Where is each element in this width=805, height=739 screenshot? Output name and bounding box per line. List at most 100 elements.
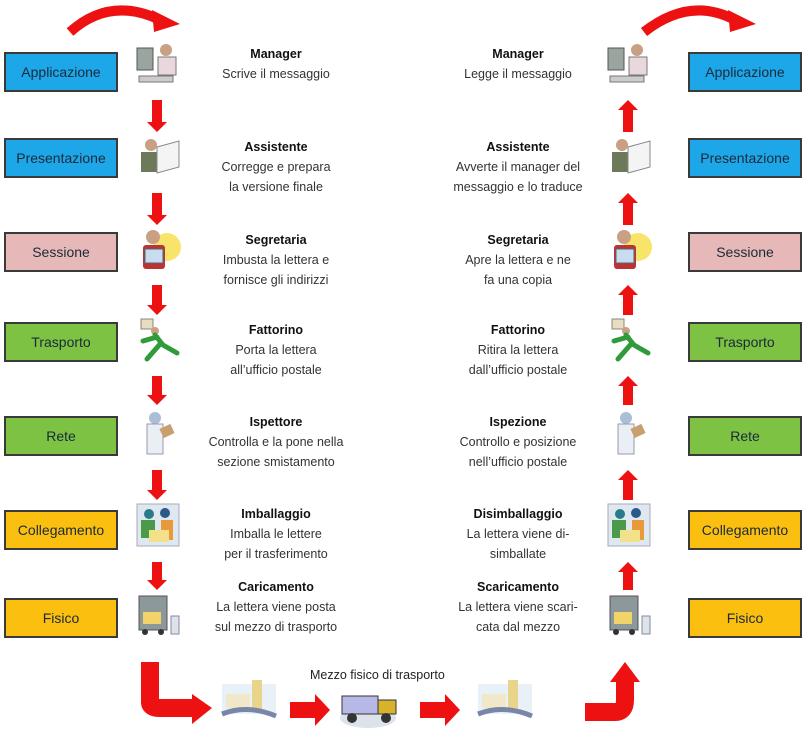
down-arrow bbox=[147, 100, 167, 132]
layer-box-right-sessione: Sessione bbox=[688, 232, 802, 272]
step-role: Assistente bbox=[486, 140, 550, 154]
layer-box-right-trasporto: Trasporto bbox=[688, 322, 802, 362]
secretary-icon bbox=[133, 225, 183, 275]
up-arrow bbox=[618, 100, 638, 132]
layer-box-left-presentazione: Presentazione bbox=[4, 138, 118, 178]
layer-label: Fisico bbox=[726, 610, 764, 626]
layer-box-right-applicazione: Applicazione bbox=[688, 52, 802, 92]
step-role: Manager bbox=[492, 47, 544, 61]
layer-label: Rete bbox=[730, 428, 760, 444]
step-action-line: Scrive il messaggio bbox=[222, 67, 330, 81]
down-arrow bbox=[147, 193, 167, 225]
layer-label: Fisico bbox=[42, 610, 80, 626]
transport-medium-label: Mezzo fisico di trasporto bbox=[310, 668, 445, 682]
step-action-line: Avverte il manager del bbox=[455, 160, 581, 174]
manager-icon bbox=[604, 40, 654, 90]
layer-label: Sessione bbox=[32, 244, 90, 260]
layer-label: Trasporto bbox=[715, 334, 775, 350]
city-street-icon-right bbox=[477, 680, 533, 719]
top-right-curved-arrow bbox=[640, 5, 738, 36]
layer-label: Rete bbox=[46, 428, 76, 444]
step-role: Segretaria bbox=[245, 233, 307, 247]
step-action-line: dall’ufficio postale bbox=[468, 363, 568, 377]
assistant-icon bbox=[133, 133, 183, 183]
arrow-from-truck bbox=[420, 694, 460, 726]
inspector-icon bbox=[133, 408, 183, 458]
step-action-line: messaggio e lo traduce bbox=[453, 180, 583, 194]
step-action-line: Controlla e la pone nella bbox=[208, 435, 344, 449]
layer-label: Applicazione bbox=[705, 64, 785, 80]
layer-label: Collegamento bbox=[701, 522, 789, 538]
packing-icon bbox=[133, 500, 183, 550]
step-role: Fattorino bbox=[490, 323, 546, 337]
step-action-line: Imballa le lettere bbox=[230, 527, 322, 541]
step-role: Disimballaggio bbox=[473, 507, 563, 521]
layer-box-left-trasporto: Trasporto bbox=[4, 322, 118, 362]
step-action-line: la versione finale bbox=[229, 180, 323, 194]
up-arrow bbox=[618, 376, 638, 405]
step-role: Assistente bbox=[244, 140, 308, 154]
top-right-curved-arrow-head bbox=[728, 10, 756, 32]
step-action-line: sezione smistamento bbox=[217, 455, 335, 469]
manager-icon bbox=[133, 40, 183, 90]
layer-box-right-fisico: Fisico bbox=[688, 598, 802, 638]
layer-box-left-applicazione: Applicazione bbox=[4, 52, 118, 92]
step-role: Segretaria bbox=[487, 233, 549, 247]
step-action-line: Apre la lettera e ne bbox=[465, 253, 571, 267]
down-arrow bbox=[147, 285, 167, 315]
layer-label: Trasporto bbox=[31, 334, 91, 350]
layer-box-left-rete: Rete bbox=[4, 416, 118, 456]
step-action-line: fa una copia bbox=[483, 273, 553, 287]
top-left-curved-arrow bbox=[66, 5, 163, 36]
step-action-line: Ritira la lettera bbox=[477, 343, 559, 357]
layer-label: Presentazione bbox=[700, 150, 790, 166]
bottom-left-bend-arrow-head bbox=[192, 694, 212, 724]
step-role: Caricamento bbox=[238, 580, 314, 594]
up-arrow bbox=[618, 193, 638, 225]
bottom-right-bend-arrow bbox=[585, 680, 634, 721]
step-action-line: Controllo e posizione bbox=[459, 435, 577, 449]
step-action-line: Corregge e prepara bbox=[221, 160, 331, 174]
layer-box-right-presentazione: Presentazione bbox=[688, 138, 802, 178]
packing-icon bbox=[604, 500, 654, 550]
step-action-line: Imbusta la lettera e bbox=[222, 253, 330, 267]
step-action-line: nell’ufficio postale bbox=[468, 455, 568, 469]
step-action-line: Legge il messaggio bbox=[464, 67, 572, 81]
step-action-line: per il trasferimento bbox=[224, 547, 328, 561]
up-arrow bbox=[618, 285, 638, 315]
assistant-icon bbox=[604, 133, 654, 183]
secretary-icon bbox=[604, 225, 654, 275]
down-arrow bbox=[147, 562, 167, 590]
inspector-icon bbox=[604, 408, 654, 458]
bottom-right-bend-arrow-head bbox=[610, 662, 640, 682]
step-action-line: Porta la lettera bbox=[235, 343, 317, 357]
step-role: Scaricamento bbox=[477, 580, 559, 594]
step-role: Imballaggio bbox=[241, 507, 311, 521]
layer-label: Presentazione bbox=[16, 150, 106, 166]
step-role: Ispettore bbox=[249, 415, 303, 429]
layer-box-left-sessione: Sessione bbox=[4, 232, 118, 272]
step-action-line: sul mezzo di trasporto bbox=[214, 620, 338, 634]
layer-box-right-rete: Rete bbox=[688, 416, 802, 456]
step-role: Fattorino bbox=[248, 323, 304, 337]
city-street-icon-left bbox=[221, 680, 277, 719]
layer-label: Applicazione bbox=[21, 64, 101, 80]
step-action-line: La lettera viene scari- bbox=[458, 600, 578, 614]
up-arrow bbox=[618, 562, 638, 590]
layer-label: Sessione bbox=[716, 244, 774, 260]
bottom-left-bend-arrow bbox=[141, 662, 195, 717]
step-role: Manager bbox=[250, 47, 302, 61]
